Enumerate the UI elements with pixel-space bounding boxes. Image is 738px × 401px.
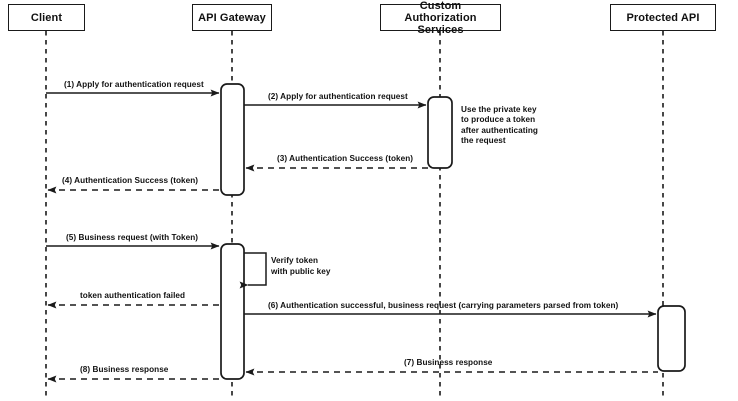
message-label-4: (4) Authentication Success (token) — [62, 176, 199, 185]
message-label-5: (5) Business request (with Token) — [66, 233, 199, 242]
note-authsvc-private-key: Use the private key to produce a token a… — [461, 105, 538, 146]
self-message-label-verify-token-line2: with public key — [271, 267, 331, 276]
participant-label-gateway: API Gateway — [198, 11, 266, 24]
activation-gateway-2 — [220, 243, 245, 380]
participant-box-protected[interactable]: Protected API — [610, 4, 716, 31]
participant-box-authsvc[interactable]: Custom Authorization Services — [380, 0, 501, 36]
participant-box-client[interactable]: Client — [8, 4, 85, 31]
self-message-loop-gateway — [239, 252, 267, 289]
message-label-6: (6) Authentication successful, business … — [268, 301, 619, 310]
message-label-7: (7) Business response — [404, 358, 493, 367]
activation-gateway-1 — [220, 83, 245, 196]
message-label-8: (8) Business response — [80, 365, 169, 374]
self-message-label-verify-token-line1: Verify token — [271, 256, 319, 265]
message-label-3: (3) Authentication Success (token) — [277, 154, 414, 163]
participant-label-protected: Protected API — [626, 11, 700, 24]
message-arrows — [46, 89, 658, 383]
message-label-token-auth-failed: token authentication failed — [80, 291, 186, 300]
message-label-2: (2) Apply for authentication request — [268, 92, 408, 101]
activation-bars — [220, 83, 686, 380]
activation-authsvc-1 — [427, 96, 453, 169]
participant-label-authsvc: Custom Authorization Services — [404, 0, 477, 36]
message-label-1: (1) Apply for authentication request — [64, 80, 204, 89]
participant-label-client: Client — [30, 11, 63, 24]
activation-protected-1 — [657, 305, 686, 372]
participant-box-gateway[interactable]: API Gateway — [192, 4, 272, 31]
